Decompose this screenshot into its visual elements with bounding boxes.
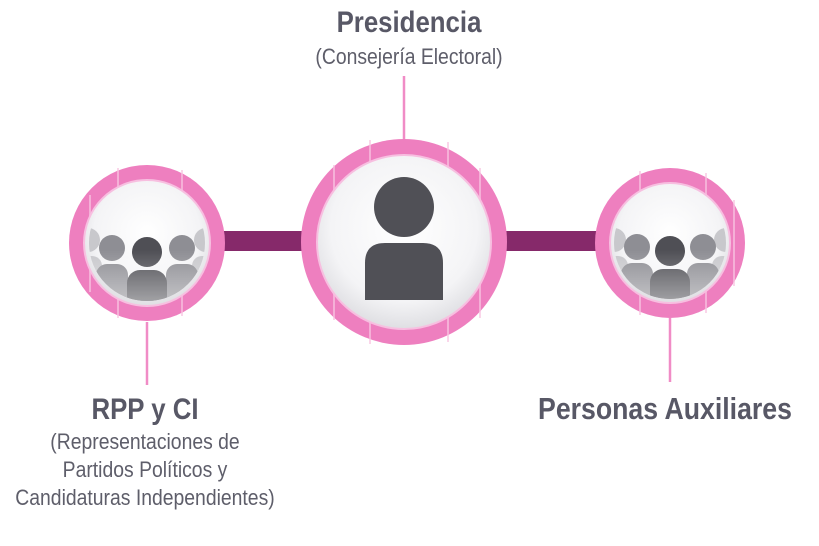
node-auxiliares: [595, 168, 745, 318]
person-icon: [365, 177, 443, 300]
connector-left: [200, 231, 310, 251]
presidencia-title: Presidencia: [336, 6, 482, 39]
presidencia-subtitle: (Consejería Electoral): [315, 44, 503, 69]
node-rpp: [69, 165, 225, 321]
rpp-title: RPP y CI: [91, 393, 199, 426]
ring-inner: [316, 154, 492, 330]
connectors: [145, 76, 672, 385]
connector-right: [505, 231, 615, 251]
auxiliares-title: Personas Auxiliares: [538, 391, 792, 426]
rpp-subtitle: (Representaciones de Partidos Políticos …: [15, 429, 275, 510]
group-icon: [89, 228, 205, 301]
node-presidencia: [301, 139, 507, 345]
